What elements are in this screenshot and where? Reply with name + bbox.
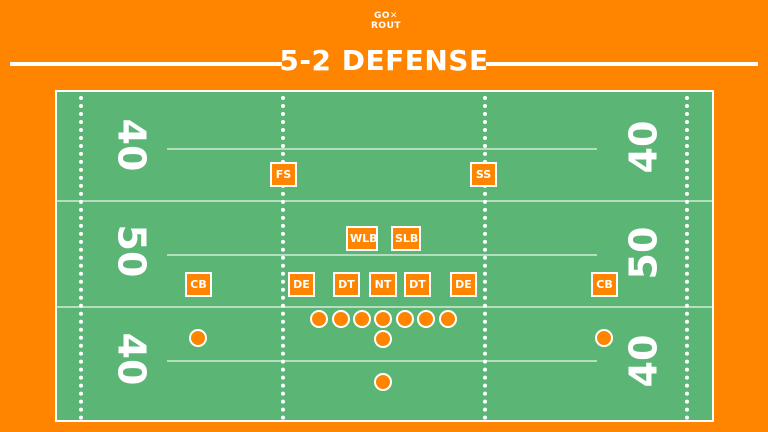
player-label: CB [596, 278, 613, 291]
player-label: NT [374, 278, 392, 291]
yard-number: 50 [621, 226, 666, 280]
yard-line [167, 254, 597, 256]
player-label: DE [455, 278, 472, 291]
player-label: SS [475, 168, 492, 181]
offense-player-dot [417, 310, 435, 328]
offense-player-dot [189, 329, 207, 347]
yard-line [57, 306, 712, 308]
player-ss: SS [470, 162, 497, 187]
offense-player-dot [310, 310, 328, 328]
player-label: SLB [395, 232, 419, 245]
offense-player-dot [595, 329, 613, 347]
player-cb-left: CB [185, 272, 212, 297]
player-wlb: WLB [346, 226, 378, 251]
player-slb: SLB [391, 226, 421, 251]
player-de-left: DE [288, 272, 315, 297]
offense-player-dot [374, 310, 392, 328]
offense-player-dot [396, 310, 414, 328]
player-label: FS [275, 168, 292, 181]
offense-player-dot [332, 310, 350, 328]
player-dt-right: DT [404, 272, 431, 297]
hash-marks [79, 96, 87, 420]
yard-line [167, 148, 597, 150]
player-label: CB [190, 278, 207, 291]
player-label: DE [293, 278, 310, 291]
yard-line [57, 200, 712, 202]
hash-marks [483, 96, 491, 420]
yard-number: 50 [109, 224, 154, 278]
offense-player-dot [439, 310, 457, 328]
player-fs: FS [270, 162, 297, 187]
football-field: 40 50 40 40 50 40 [55, 90, 714, 422]
yard-number: 40 [621, 334, 666, 388]
player-label: DT [338, 278, 355, 291]
offense-player-dot [374, 373, 392, 391]
player-cb-right: CB [591, 272, 618, 297]
diagram-title: 5-2 DEFENSE [279, 44, 489, 77]
yard-number: 40 [109, 118, 154, 172]
yard-line [167, 360, 597, 362]
logo-line-1: GO✕ [373, 11, 399, 21]
offense-player-dot [353, 310, 371, 328]
offense-player-dot [374, 330, 392, 348]
hash-marks [685, 96, 693, 420]
logo-line-2: ROUT [370, 21, 402, 31]
player-label: WLB [350, 232, 378, 245]
player-label: DT [409, 278, 426, 291]
player-de-right: DE [450, 272, 477, 297]
hash-marks [281, 96, 289, 420]
title-rule-left [10, 62, 282, 66]
player-dt-left: DT [333, 272, 360, 297]
gorout-logo: GO✕ ROUT [366, 11, 406, 33]
yard-number: 40 [109, 332, 154, 386]
yard-number: 40 [621, 120, 666, 174]
player-nt: NT [369, 272, 397, 297]
title-rule-right [486, 62, 758, 66]
